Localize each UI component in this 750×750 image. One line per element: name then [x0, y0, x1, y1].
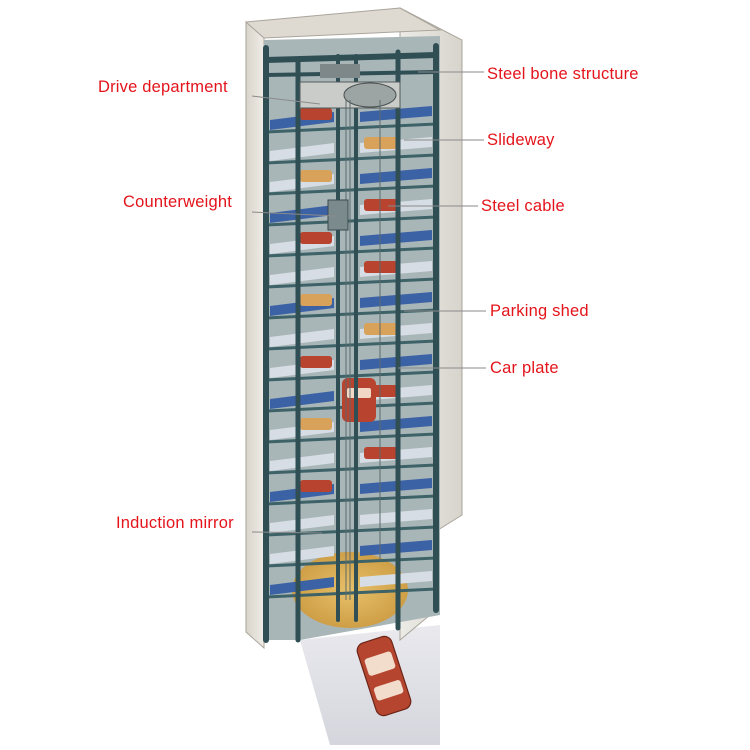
floor-beam [265, 494, 437, 506]
parked-car [300, 480, 332, 492]
floor-beam [265, 215, 437, 227]
car-plate-left [270, 515, 334, 533]
parked-car [300, 170, 332, 182]
label-drive-department: Drive department [98, 78, 228, 96]
label-steel-bone-structure: Steel bone structure [487, 65, 639, 83]
tower-back-wall [244, 7, 442, 39]
floor-beam [265, 122, 437, 134]
leader-lines [251, 71, 486, 534]
lifted-car [342, 378, 376, 422]
steel-cables [345, 100, 381, 600]
lifted-car-window [347, 388, 371, 398]
parked-car [364, 261, 398, 273]
car-plate-left [270, 143, 334, 161]
car-plate-left [270, 329, 334, 347]
label-car-plate: Car plate [490, 359, 559, 377]
floor-beam [265, 432, 437, 444]
floor-beam [265, 153, 437, 165]
floor-beam [265, 184, 437, 196]
parked-car [300, 232, 332, 244]
parked-car [364, 447, 398, 459]
car-plate-left [270, 391, 334, 409]
floor-beam [265, 339, 437, 351]
floor-beam [265, 370, 437, 382]
label-counterweight: Counterweight [123, 193, 232, 211]
label-steel-cable: Steel cable [481, 197, 565, 215]
parked-car [364, 137, 398, 149]
car-plate-left [270, 546, 334, 564]
label-parking-shed: Parking shed [490, 302, 589, 320]
counterweight-block [327, 199, 349, 231]
parked-car [300, 356, 332, 368]
parked-car [300, 108, 332, 120]
label-slideway: Slideway [487, 131, 555, 149]
car-plate-left [270, 267, 334, 285]
floor-beam [265, 463, 437, 475]
car-plate-left [270, 577, 334, 595]
parked-car [364, 199, 398, 211]
parked-car [300, 294, 332, 306]
parked-car [300, 418, 332, 430]
floor-beam [265, 525, 437, 537]
label-induction-mirror: Induction mirror [116, 514, 234, 532]
tower-left-wall [245, 20, 265, 650]
car-plate-left [270, 453, 334, 471]
floor-beam [265, 587, 437, 599]
floor-beam [265, 556, 437, 568]
parked-car [364, 323, 398, 335]
floor-beam [265, 246, 437, 258]
car-on-driveway [356, 635, 412, 717]
floor-beam [265, 277, 437, 289]
